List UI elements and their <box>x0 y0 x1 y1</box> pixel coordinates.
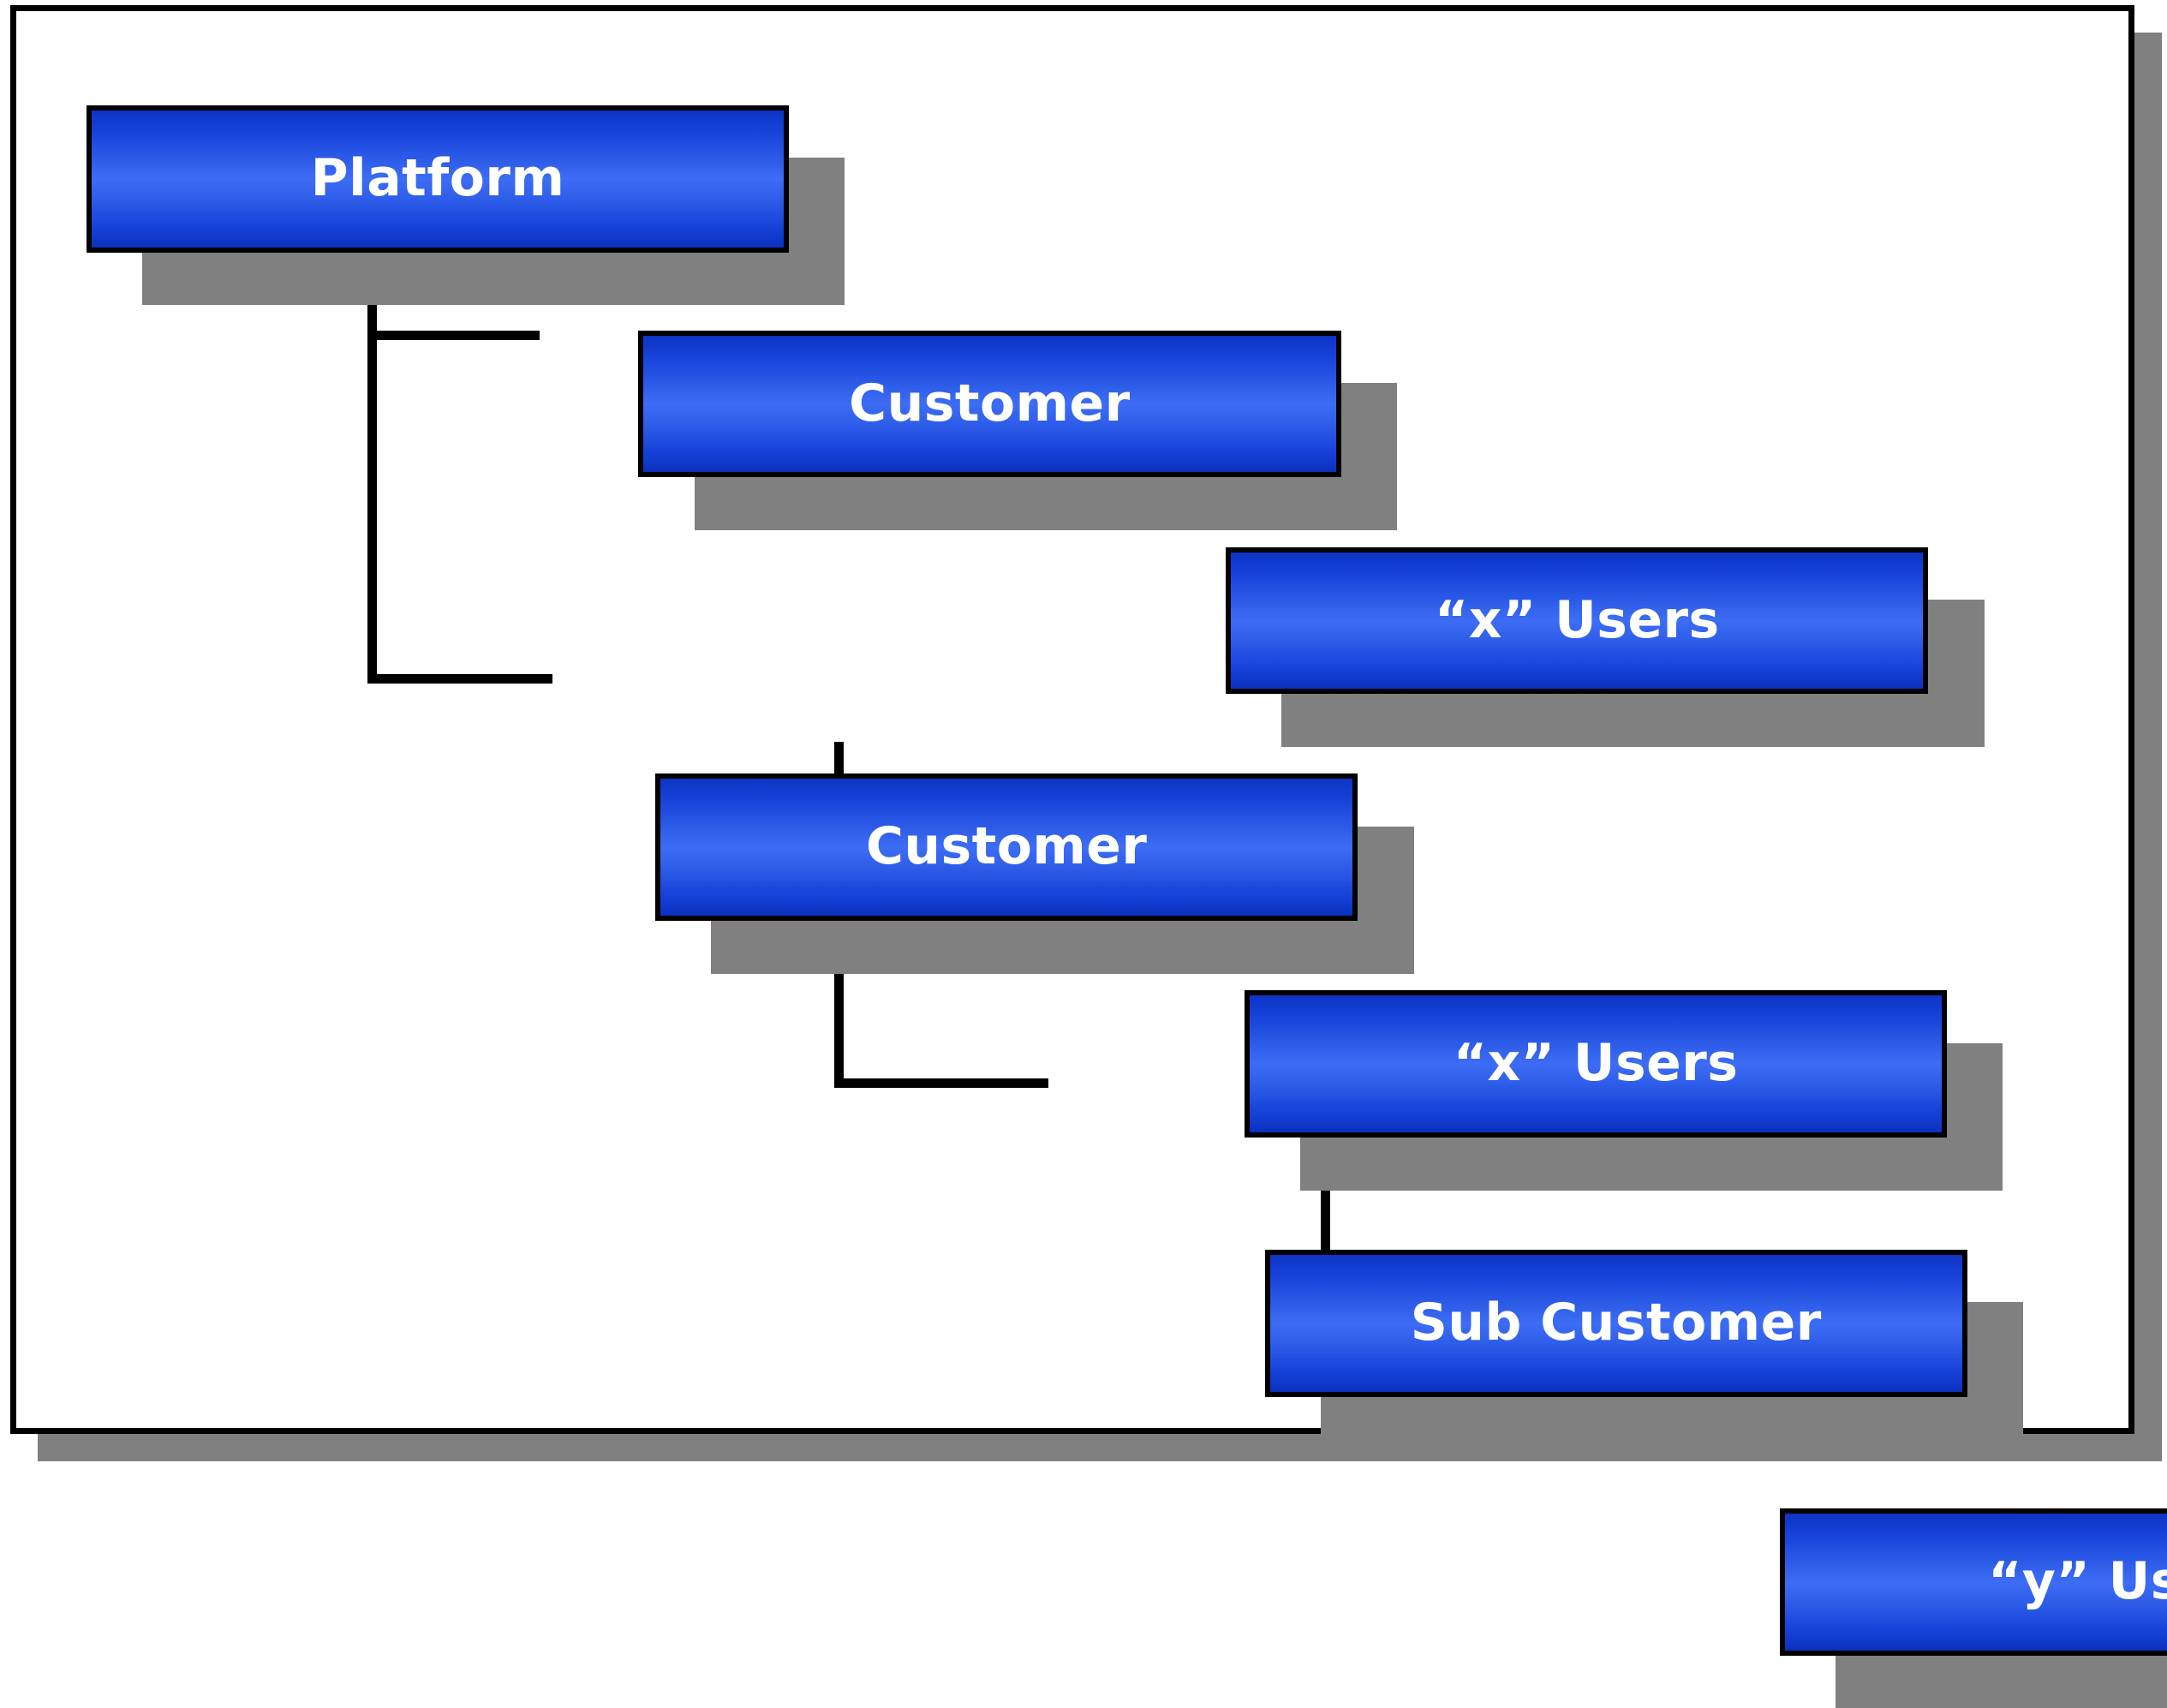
node-customer-1[interactable]: Customer <box>638 331 1340 478</box>
node-label-customer-2: Customer <box>866 821 1148 873</box>
node-label-customer-2-x-users: “x” Users <box>1454 1038 1739 1090</box>
node-label-sub-customer: Sub Customer <box>1411 1298 1822 1349</box>
node-label-platform: Platform <box>311 153 565 205</box>
node-platform[interactable]: Platform <box>87 105 789 253</box>
node-label-customer-1: Customer <box>849 379 1131 430</box>
org-hierarchy-diagram: Platform Customer “x” Users Customer “x”… <box>10 5 2134 1434</box>
node-customer-2[interactable]: Customer <box>655 773 1358 921</box>
node-label-sub-customer-y-users: “y” Users <box>1988 1556 2167 1608</box>
connector-platform-to-customer-1 <box>367 331 540 340</box>
connector-platform-to-customer-2 <box>367 674 552 684</box>
node-label-customer-1-x-users: “x” Users <box>1435 595 1720 647</box>
connector-customer-2-to-sub-customer <box>834 1078 1048 1088</box>
node-customer-2-x-users[interactable]: “x” Users <box>1245 990 1947 1138</box>
node-customer-1-x-users[interactable]: “x” Users <box>1226 547 1928 695</box>
node-sub-customer-y-users[interactable]: “y” Users <box>1780 1508 2167 1656</box>
node-sub-customer[interactable]: Sub Customer <box>1265 1250 1967 1397</box>
